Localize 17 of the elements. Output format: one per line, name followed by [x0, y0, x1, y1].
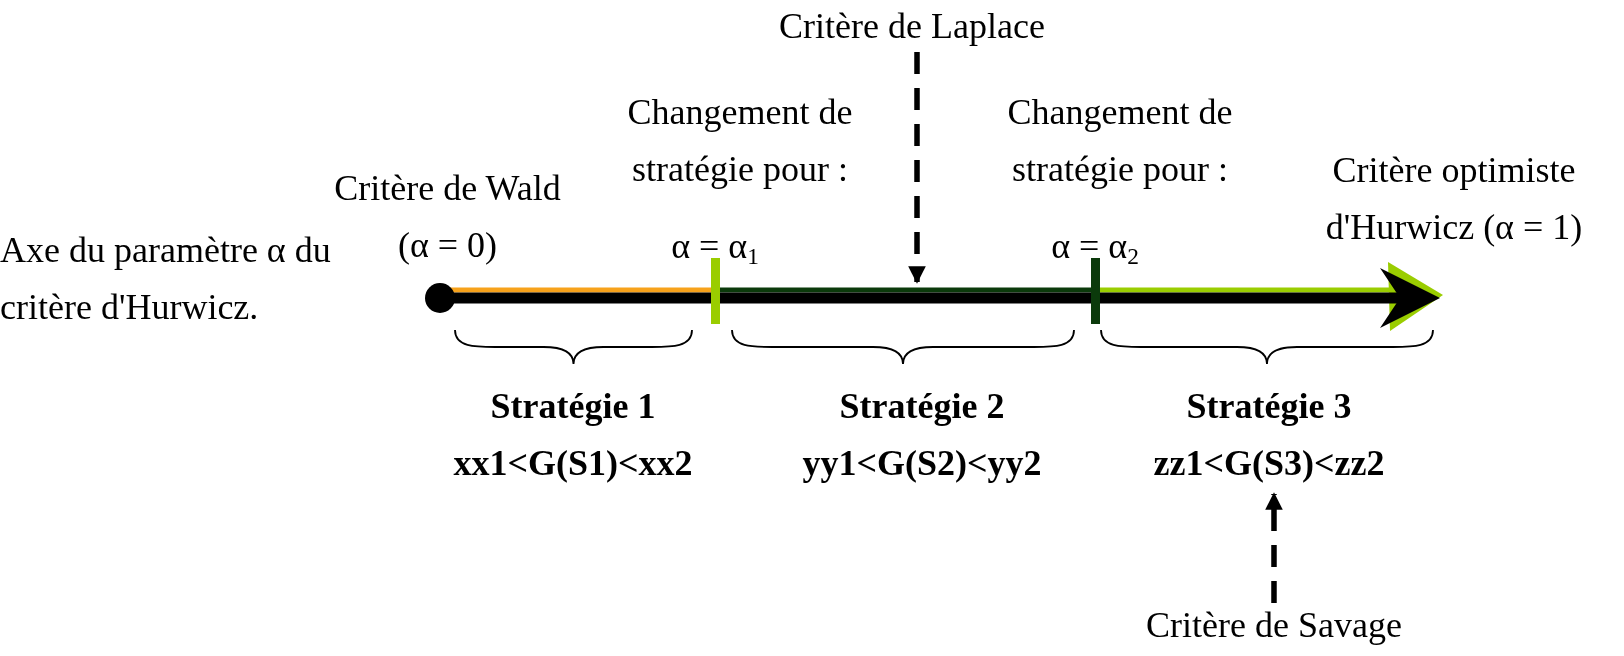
strategy-change-note: Changement de stratégie pour :: [626, 91, 854, 191]
strategy-title: Stratégie 3: [1185, 385, 1353, 428]
gain-range: zz1<G(S3)<zz2: [1153, 442, 1385, 485]
strategy-change-note: Changement de stratégie pour :: [1006, 91, 1234, 191]
criterion-label: Critère optimiste d'Hurwicz (α = 1): [1324, 149, 1584, 249]
alpha-value: α = α$_{2}$: [1050, 225, 1140, 271]
dashed-arrow: [1265, 492, 1283, 603]
criterion-label: Critère de Savage: [1146, 603, 1402, 647]
strategy-title: Stratégie 2: [838, 385, 1006, 428]
axis-caption: Axe du paramètre α du critère d'Hurwicz.: [0, 229, 332, 329]
criterion-label: Critère de Laplace: [779, 4, 1045, 48]
dashed-arrow: [908, 52, 926, 284]
criterion-label: Critère de Wald (α = 0): [333, 167, 562, 267]
gain-range: xx1<G(S1)<xx2: [453, 442, 693, 485]
gain-range: yy1<G(S2)<yy2: [802, 442, 1042, 485]
strategy-title: Stratégie 1: [489, 385, 657, 428]
alpha-value: α = α$_{1}$: [670, 225, 760, 271]
